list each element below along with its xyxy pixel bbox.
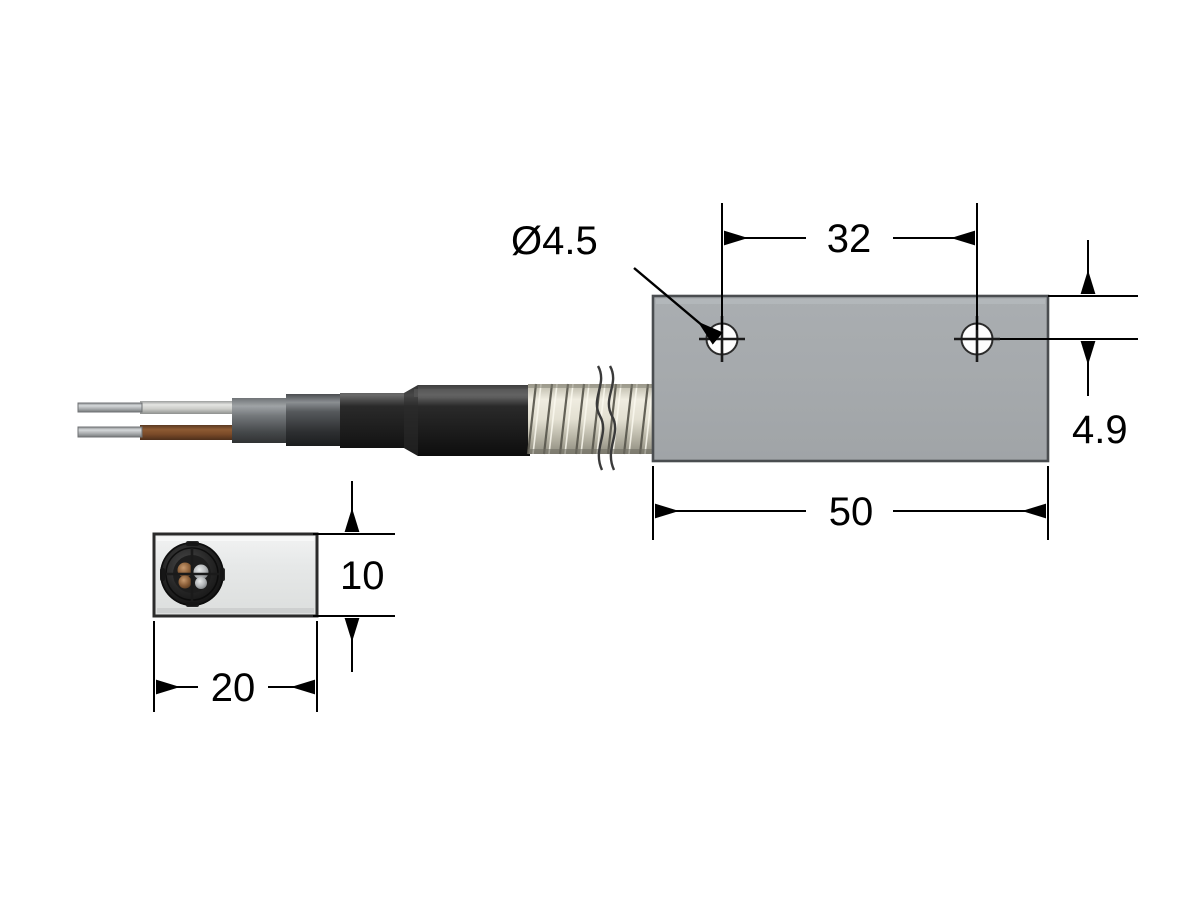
dimension-4-9: 4.9 (1000, 240, 1138, 452)
cable-boot (340, 385, 532, 456)
wire-brown (77, 425, 250, 440)
armoured-conduit (526, 383, 656, 455)
dimension-32-label: 32 (827, 217, 872, 261)
callout-hole-diameter: Ø4.5 (511, 219, 723, 345)
mounting-hole-right (954, 316, 1000, 362)
cable-sheath (232, 394, 346, 446)
dimension-4-9-label: 4.9 (1072, 408, 1128, 452)
dimension-50: 50 (652, 466, 1049, 540)
break-line (595, 365, 617, 471)
callout-hole-diameter-label: Ø4.5 (511, 219, 598, 263)
dimension-50-label: 50 (829, 490, 874, 534)
end-view-connector (160, 541, 225, 607)
dimension-20-label: 20 (211, 666, 256, 710)
dimension-20: 20 (153, 621, 318, 712)
dimension-10: 10 (313, 481, 395, 672)
dimension-10-label: 10 (340, 554, 385, 598)
dimension-32: 32 (721, 203, 978, 330)
wire-white (77, 401, 250, 414)
sensor-body (651, 294, 1050, 463)
